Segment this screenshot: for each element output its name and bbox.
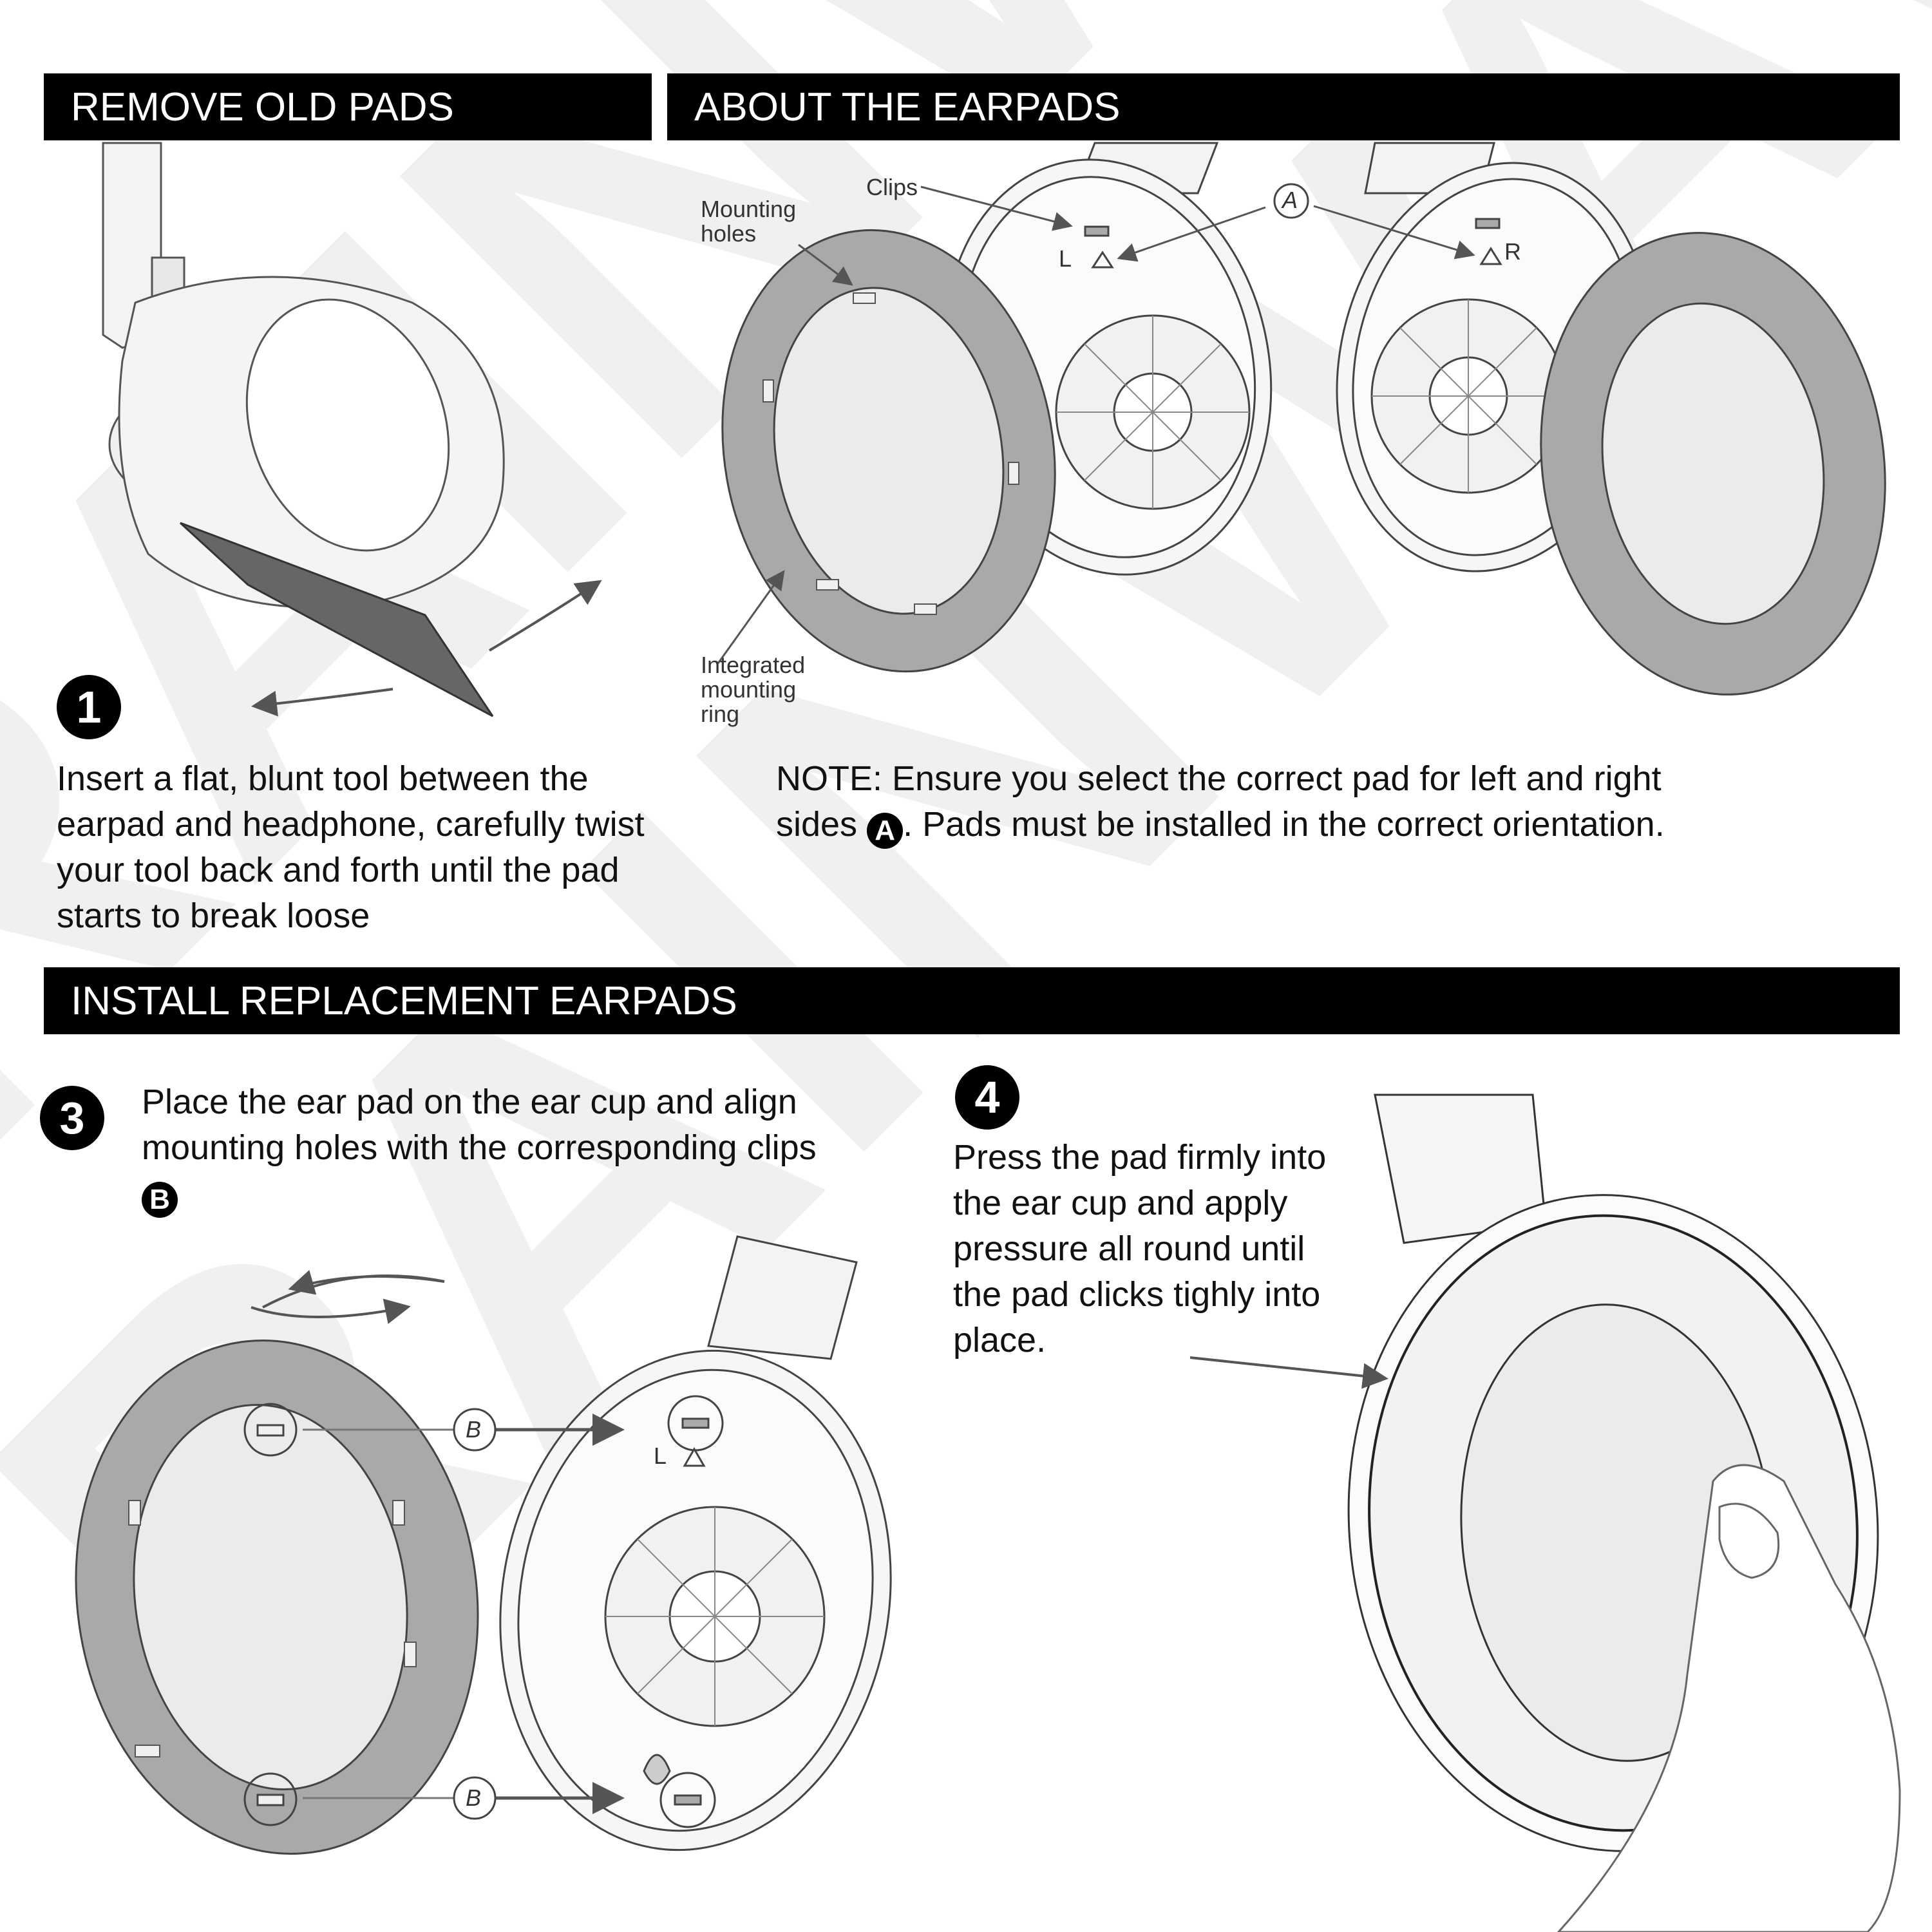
label-mounting-holes-line1: Mounting bbox=[701, 196, 797, 222]
callout-b-bottom: B bbox=[466, 1785, 482, 1811]
step3-illustration bbox=[75, 1235, 892, 1855]
section-header-install-replacement-earpads: INSTALL REPLACEMENT EARPADS bbox=[44, 967, 1900, 1034]
section-header-remove-old-pads: REMOVE OLD PADS bbox=[44, 73, 652, 140]
step-3-line-1: Place the ear pad on the ear cup and ali… bbox=[142, 1083, 797, 1121]
step-3-line-3: B bbox=[142, 1171, 817, 1218]
section-header-about-the-earpads: ABOUT THE EARPADS bbox=[667, 73, 1900, 140]
label-integrated-line3: ring bbox=[701, 701, 740, 727]
callout-b-top: B bbox=[466, 1416, 482, 1443]
step-4-badge: 4 bbox=[955, 1065, 1019, 1130]
label-mounting-holes: Mounting holes bbox=[701, 197, 796, 246]
step-1-instructions: Insert a flat, blunt tool between the ea… bbox=[57, 756, 645, 939]
note-line-2: sides A. Pads must be installed in the c… bbox=[776, 802, 1665, 849]
label-clips: Clips bbox=[866, 174, 918, 200]
step-1-line-4: starts to break loose bbox=[57, 896, 370, 935]
remove-pad-illustration bbox=[102, 142, 602, 717]
step4-illustration bbox=[1189, 1094, 1901, 1932]
note-line-2-prefix: sides bbox=[776, 805, 867, 844]
orientation-note: NOTE: Ensure you select the correct pad … bbox=[776, 756, 1665, 849]
about-illustration bbox=[717, 142, 1886, 696]
step-1-line-1: Insert a flat, blunt tool between the bbox=[57, 759, 589, 798]
step-4-line-5: place. bbox=[953, 1321, 1046, 1359]
label-right-cup: R bbox=[1504, 238, 1521, 265]
label-mounting-holes-line2: holes bbox=[701, 220, 757, 247]
label-integrated-line1: Integrated bbox=[701, 652, 806, 678]
step-3-badge: 3 bbox=[40, 1086, 104, 1150]
callout-a: A bbox=[1282, 187, 1298, 213]
note-badge-a: A bbox=[867, 812, 904, 849]
step-4-instructions: Press the pad firmly into the ear cup an… bbox=[953, 1135, 1326, 1363]
label-left-cup: L bbox=[1059, 245, 1072, 272]
step-4-line-4: the pad clicks tighly into bbox=[953, 1275, 1321, 1314]
note-line-2-suffix: . Pads must be installed in the correct … bbox=[903, 805, 1665, 844]
step-1-line-3: your tool back and forth until the pad bbox=[57, 851, 620, 889]
label-integrated-line2: mounting bbox=[701, 676, 797, 703]
step-4-line-2: the ear cup and apply bbox=[953, 1184, 1288, 1222]
label-left-cup-step3: L bbox=[654, 1443, 667, 1469]
step-4-line-3: pressure all round until bbox=[953, 1229, 1305, 1268]
step-3-badge-b: B bbox=[142, 1181, 178, 1218]
step-3-line-2: mounting holes with the corresponding cl… bbox=[142, 1128, 817, 1167]
step-1-line-2: earpad and headphone, carefully twist bbox=[57, 805, 645, 844]
step-3-instructions: Place the ear pad on the ear cup and ali… bbox=[142, 1079, 817, 1218]
step-4-line-1: Press the pad firmly into bbox=[953, 1138, 1327, 1177]
note-line-1: NOTE: Ensure you select the correct pad … bbox=[776, 759, 1662, 798]
label-integrated-mounting-ring: Integrated mounting ring bbox=[701, 653, 805, 726]
step-1-badge: 1 bbox=[57, 675, 121, 739]
